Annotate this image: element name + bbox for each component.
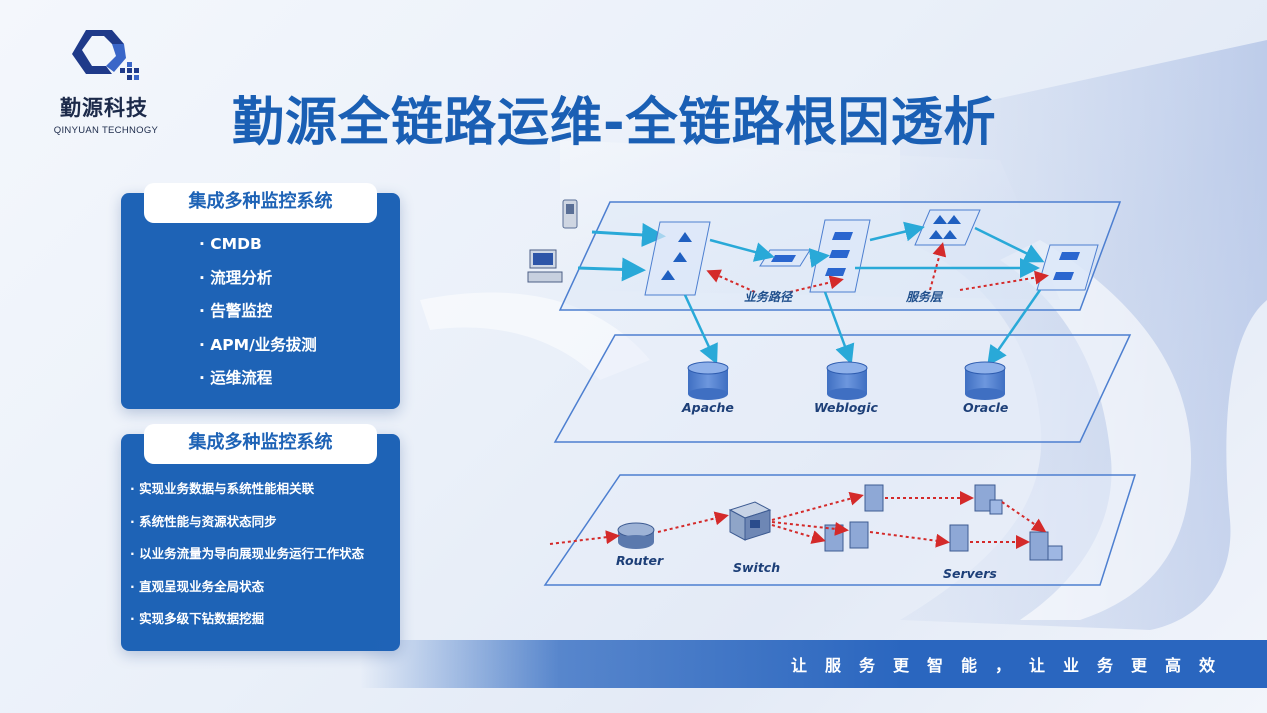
list-item: 系统性能与资源状态同步	[130, 512, 364, 545]
architecture-diagram: 业务路径 服务层 Apache Weblogic Oracle Router S…	[520, 180, 1160, 620]
database-icon	[964, 361, 1006, 400]
list-item: 运维流程	[199, 367, 317, 401]
panel-header: 集成多种监控系统	[144, 183, 377, 223]
page-title: 勤源全链路运维-全链路根因透析	[232, 93, 997, 153]
slogan-text: 让服务更智能，让业务更高效	[790, 656, 1233, 675]
brand-name-cn: 勤源科技	[60, 96, 148, 120]
database-icon	[687, 361, 729, 400]
capabilities-panel: 集成多种监控系统 实现业务数据与系统性能相关联 系统性能与资源状态同步 以业务流…	[121, 424, 400, 651]
switch-icon	[728, 501, 772, 541]
list-item: 以业务流量为导向展现业务运行工作状态	[130, 544, 364, 577]
feature-list: CMDB 流理分析 告警监控 APM/业务拔测 运维流程	[199, 233, 317, 401]
servers-label: Servers	[943, 566, 997, 581]
diagram-graphic	[527, 199, 1137, 586]
database-icon	[826, 361, 868, 400]
desktop-computer-icon	[527, 249, 563, 283]
list-item: APM/业务拔测	[199, 334, 316, 368]
list-item: 实现多级下钻数据挖掘	[130, 609, 364, 642]
service-node	[809, 219, 871, 293]
slogan-bar: 让服务更智能，让业务更高效	[360, 640, 1267, 688]
switch-label: Switch	[733, 560, 781, 575]
router-icon	[617, 522, 655, 549]
mobile-device-icon	[562, 199, 578, 229]
capability-list: 实现业务数据与系统性能相关联 系统性能与资源状态同步 以业务流量为导向展现业务运…	[130, 479, 364, 642]
list-item: 直观呈现业务全局状态	[130, 577, 364, 610]
company-logo: 勤源科技 QINYUAN TECHNOGY	[48, 28, 168, 138]
logo-mark-icon	[72, 30, 139, 80]
brand-name-en: QINYUAN TECHNOGY	[53, 125, 159, 136]
service-node	[1036, 244, 1099, 291]
business-path-label: 业务路径	[744, 290, 793, 304]
panel-header: 集成多种监控系统	[144, 424, 377, 464]
router-label: Router	[616, 553, 664, 568]
service-node	[914, 209, 981, 246]
list-item: 流理分析	[199, 267, 317, 301]
oracle-label: Oracle	[963, 400, 1009, 415]
service-node	[644, 221, 711, 296]
weblogic-label: Weblogic	[814, 400, 878, 415]
list-item: 告警监控	[199, 300, 317, 334]
service-layer-label: 服务层	[906, 290, 943, 304]
list-item: CMDB	[199, 233, 317, 267]
apache-label: Apache	[682, 400, 734, 415]
list-item: 实现业务数据与系统性能相关联	[130, 479, 364, 512]
monitoring-systems-panel: 集成多种监控系统 CMDB 流理分析 告警监控 APM/业务拔测 运维流程	[121, 183, 400, 409]
